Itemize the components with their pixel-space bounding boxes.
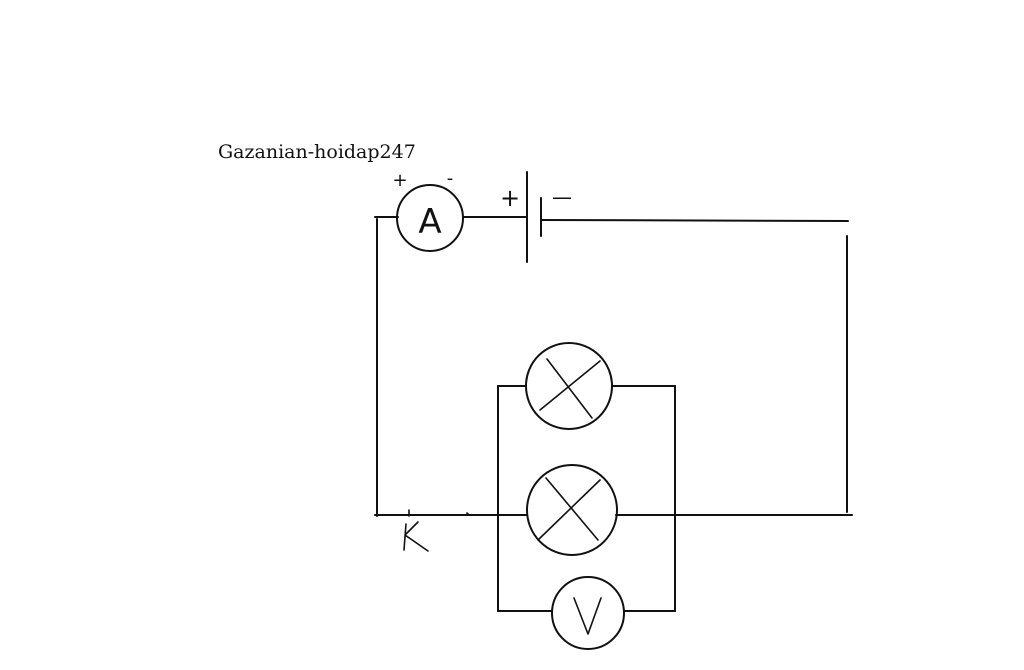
voltmeter-symbol: V: [588, 623, 589, 625]
switch-k-glyph: [403, 521, 429, 552]
lamp-top: [525, 342, 613, 430]
ammeter-minus-label: -: [447, 168, 454, 189]
ammeter-circle: [396, 184, 464, 252]
ammeter-plus-label: +: [392, 170, 407, 191]
battery: + —: [500, 171, 572, 263]
watermark-text: Gazanian-hoidap247: [218, 141, 416, 163]
battery-minus-label: —: [552, 185, 572, 209]
lamp-top-cross-b: [546, 358, 593, 419]
lamp-bottom-circle: [526, 464, 618, 556]
lamp-top-circle: [525, 342, 613, 430]
voltmeter-symbol-glyph: [573, 597, 602, 635]
lamp-bottom-cross-a: [537, 479, 601, 541]
battery-plus-label: +: [500, 184, 520, 212]
switch-k: K: [403, 509, 470, 552]
lamp-bottom-cross-b: [545, 477, 599, 541]
lamp-top-cross-a: [539, 360, 601, 411]
voltmeter-circle: [551, 576, 625, 650]
switch-contact-right: [466, 512, 470, 516]
lamp-bottom: [526, 464, 618, 556]
wire-top-right: [540, 219, 849, 222]
voltmeter: V: [551, 576, 625, 650]
ammeter-symbol: A: [418, 202, 441, 242]
ammeter: A + -: [392, 168, 464, 252]
switch-label: K: [415, 539, 416, 541]
